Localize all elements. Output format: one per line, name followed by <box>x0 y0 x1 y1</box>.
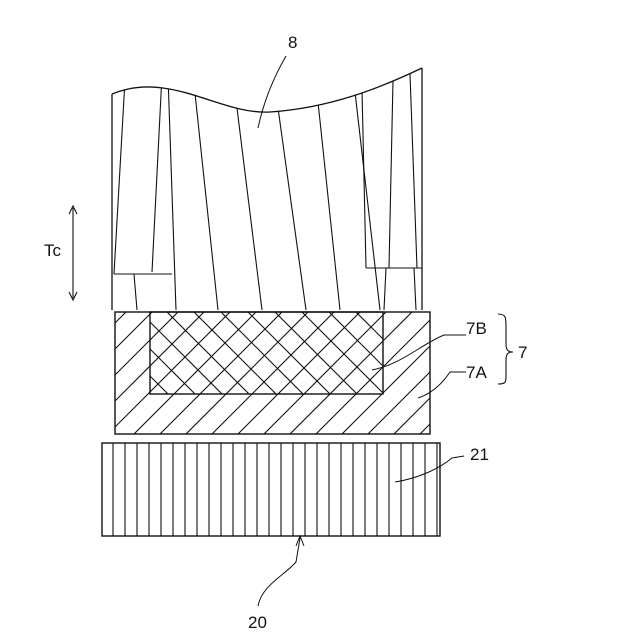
hatch-line-7b <box>0 250 81 550</box>
hatch-line-7a <box>198 0 640 500</box>
hatch-line-7b <box>0 250 27 550</box>
label-7b: 7B <box>466 319 487 338</box>
hatch-line-7a <box>68 0 568 500</box>
hatch-line-7b <box>483 250 640 550</box>
hatch-line-7b <box>0 250 216 550</box>
label-7a: 7A <box>466 363 487 382</box>
hatch-line-7b <box>267 250 567 550</box>
hatch-line-7b <box>294 250 594 550</box>
group-brace-icon <box>498 314 513 384</box>
leader-20 <box>258 538 300 606</box>
hatch-line-7b <box>105 250 405 550</box>
fiber-layer-8 <box>112 68 422 310</box>
hatch-line-7a <box>0 0 412 500</box>
hatch-line-7b <box>186 250 486 550</box>
leader-7a <box>418 372 466 398</box>
hatch-line-7b <box>0 250 243 550</box>
label-20: 20 <box>248 613 267 632</box>
hatch-line-7a <box>120 0 620 500</box>
hatch-line-7b <box>132 250 432 550</box>
hatch-line-7b <box>429 250 640 550</box>
hatch-line-7a <box>0 0 152 500</box>
label-7: 7 <box>518 343 527 362</box>
label-21: 21 <box>470 445 489 464</box>
hatch-line-7a <box>250 0 640 500</box>
hatch-line-7b <box>159 250 459 550</box>
label-8: 8 <box>288 33 297 52</box>
leader-21 <box>395 456 464 482</box>
hatch-line-7b <box>0 250 270 550</box>
thickness-label: Tc <box>44 241 62 260</box>
hatch-line-7a <box>0 0 464 500</box>
hatch-line-7a <box>224 0 640 500</box>
hatch-line-7b <box>78 250 378 550</box>
hatch-line-7a <box>380 0 640 500</box>
hatch-line-7a <box>146 0 640 500</box>
hatch-line-7a <box>276 0 640 500</box>
hatch-line-7a <box>42 0 542 500</box>
hatch-line-7b <box>348 250 640 550</box>
hatch-line-7b <box>456 250 640 550</box>
hatch-line-7b <box>240 250 540 550</box>
hatch-line-7b <box>321 250 621 550</box>
hatch-line-7a <box>0 0 438 500</box>
hatch-line-7a <box>0 0 126 500</box>
hatch-line-7a <box>16 0 516 500</box>
hatch-line-7a <box>0 0 256 500</box>
hatch-line-7a <box>354 0 640 500</box>
thickness-arrow-icon <box>69 206 77 300</box>
hatch-line-7b <box>0 250 108 550</box>
hatch-line-7a <box>328 0 640 500</box>
hatch-line-7b <box>0 250 54 550</box>
hatch-line-7b <box>0 250 162 550</box>
leader-8 <box>258 56 286 128</box>
leader-7b <box>372 335 466 370</box>
hatch-line-7a <box>94 0 594 500</box>
hatch-line-7b <box>402 250 640 550</box>
layer-7b <box>0 250 640 550</box>
substrate-21 <box>102 440 440 540</box>
hatch-line-7b <box>24 250 324 550</box>
hatch-line-7b <box>51 250 351 550</box>
hatch-line-7a <box>302 0 640 500</box>
hatch-line-7a <box>0 0 178 500</box>
hatch-line-7a <box>0 0 282 500</box>
hatch-line-7b <box>213 250 513 550</box>
layer-7a <box>0 0 640 500</box>
